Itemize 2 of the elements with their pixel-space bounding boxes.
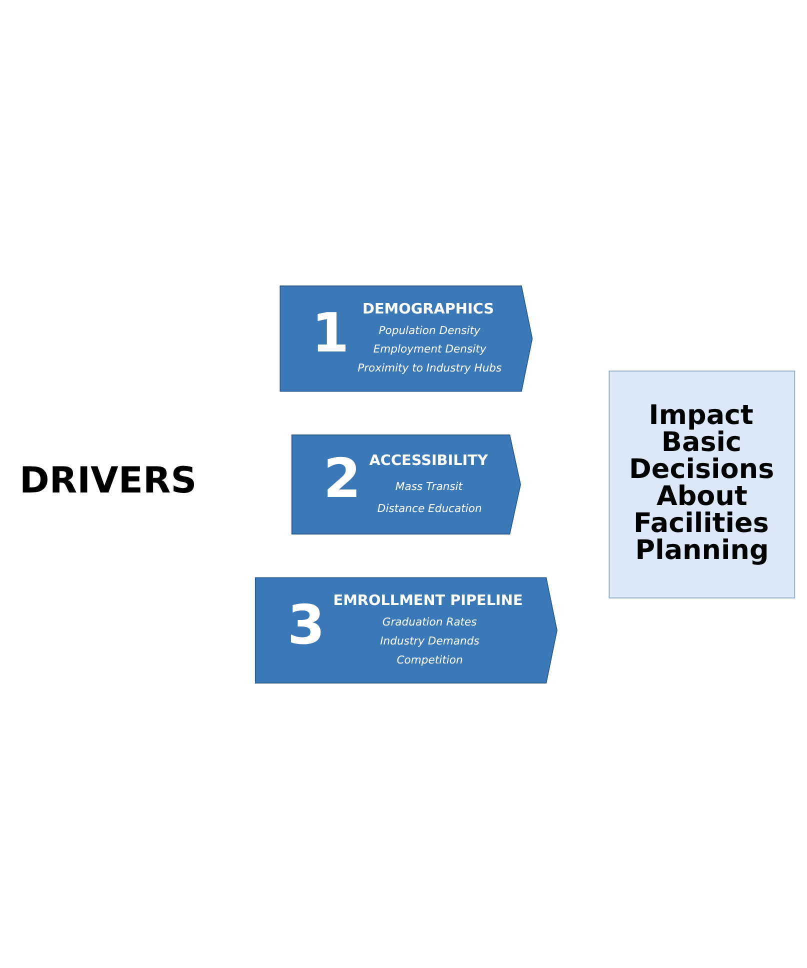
node-box: Impact Basic Decisions About Facilities Planning <box>608 370 796 598</box>
label: DRIVERS <box>20 460 197 502</box>
